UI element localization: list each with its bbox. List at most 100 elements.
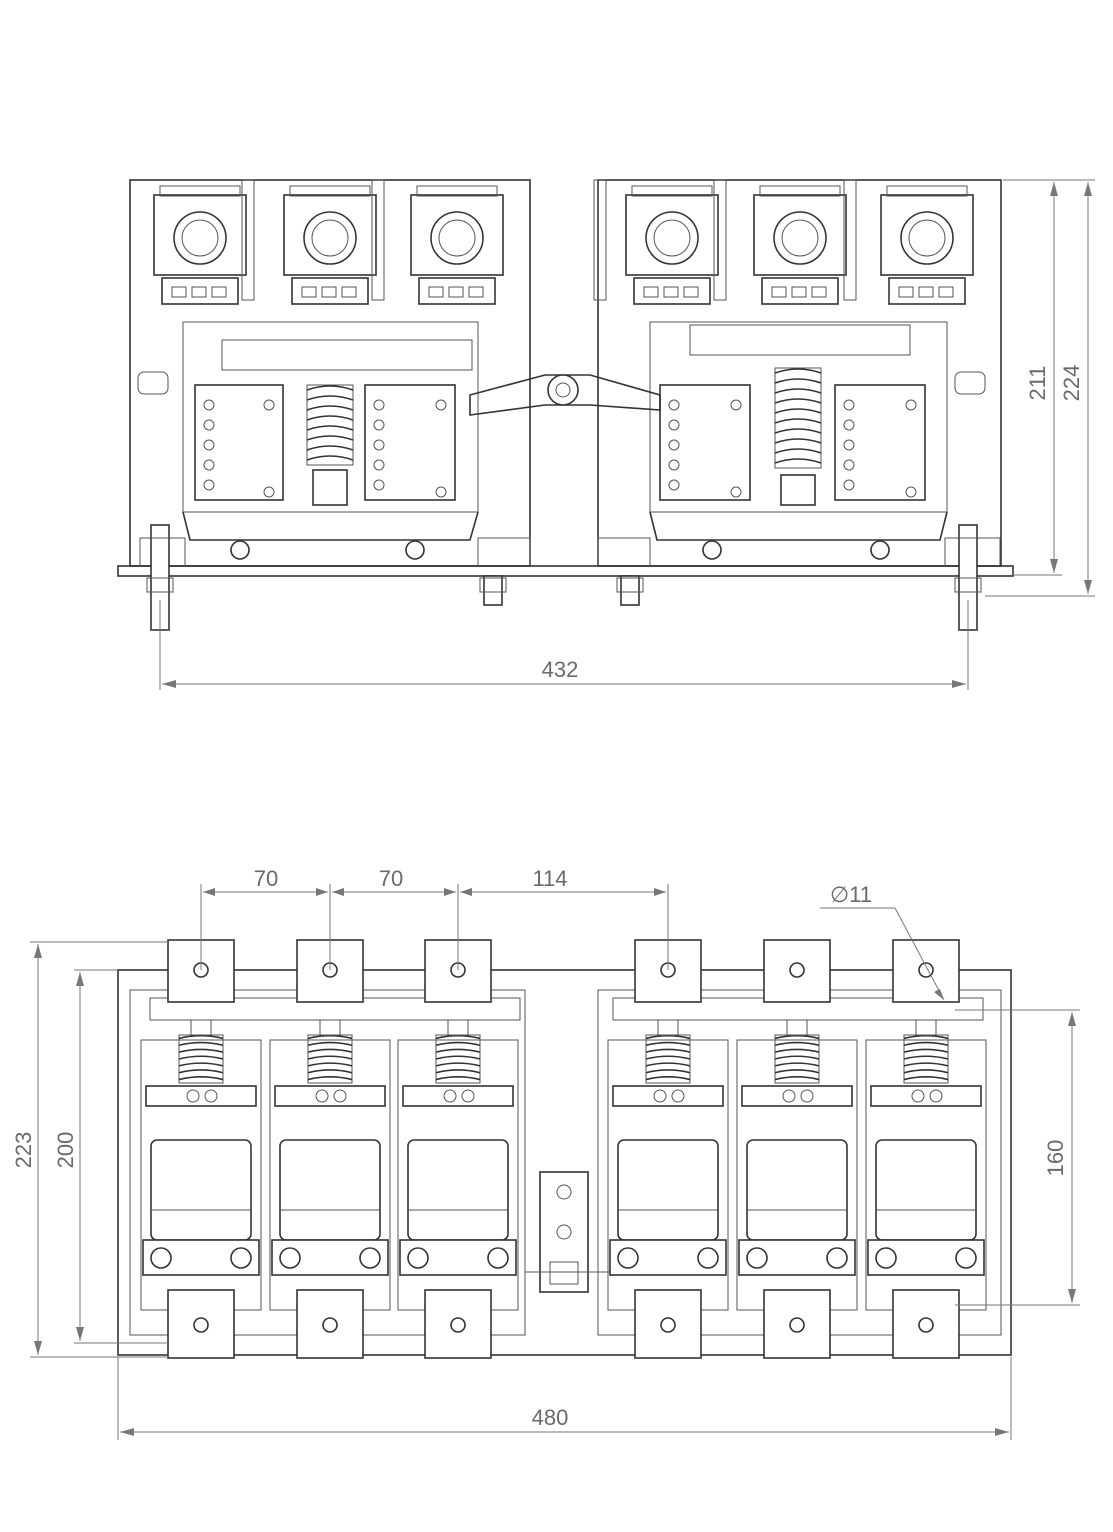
front-screw	[230, 540, 250, 560]
dim-211-label: 211	[1025, 365, 1050, 400]
top-lower-lug	[892, 1289, 960, 1359]
front-screw	[405, 540, 425, 560]
dim-pitch-1-label: 70	[254, 866, 278, 891]
front-screw	[870, 540, 890, 560]
top-vacuum-bottle	[875, 1139, 977, 1241]
front-right-clamp	[954, 371, 986, 395]
front-coil-block	[194, 384, 284, 501]
front-linkage-pivot	[547, 374, 579, 406]
front-view	[117, 179, 1014, 631]
front-base-plate	[117, 565, 1014, 577]
front-stud	[483, 575, 503, 606]
front-left-inner-frame	[182, 321, 479, 513]
top-lower-hole	[918, 1317, 934, 1333]
front-foot-bracket	[139, 537, 186, 566]
top-lower-lug	[167, 1289, 235, 1359]
top-view	[117, 939, 1012, 1359]
front-dimensions: 432 211 224	[159, 179, 1095, 690]
front-terminal-block	[625, 194, 719, 276]
top-pole-group	[140, 939, 987, 1359]
top-lower-terminal-block	[271, 1239, 389, 1276]
front-terminal-group	[153, 179, 974, 305]
top-vacuum-bottle	[617, 1139, 719, 1241]
front-coil-group	[194, 367, 926, 506]
front-terminal-clamp	[418, 277, 496, 305]
front-terminal-clamp	[761, 277, 839, 305]
dim-224-label: 224	[1059, 365, 1084, 402]
front-terminal-clamp	[633, 277, 711, 305]
front-terminal-ring	[303, 211, 357, 265]
front-coil-block	[834, 384, 926, 501]
front-coil-block	[364, 384, 456, 501]
top-lower-terminal-block	[609, 1239, 727, 1276]
dim-160-label: 160	[1043, 1140, 1068, 1177]
top-upper-hole	[789, 962, 805, 978]
front-coil-block	[659, 384, 751, 501]
front-left-clamp	[137, 371, 169, 395]
top-pole-crossbar	[274, 1085, 386, 1107]
front-right-bar	[689, 324, 911, 356]
top-lower-hole	[789, 1317, 805, 1333]
top-dimensions: 70 70 114 ∅11 223 200 160 480	[11, 866, 1080, 1440]
front-terminal-ring	[173, 211, 227, 265]
hole-leader-line	[894, 907, 945, 1001]
top-vacuum-bottle	[407, 1139, 509, 1241]
top-vacuum-bottle	[150, 1139, 252, 1241]
top-lower-lug	[634, 1289, 702, 1359]
top-pole-spring	[435, 1034, 481, 1081]
top-base-plate	[117, 969, 1012, 1356]
dim-200-label: 200	[53, 1132, 78, 1169]
top-upper-lug	[892, 939, 960, 1003]
front-screw	[702, 540, 722, 560]
dim-432-label: 432	[542, 657, 579, 682]
top-pole-spring	[307, 1034, 353, 1081]
front-terminal-block	[410, 194, 504, 276]
front-terminal-ring	[645, 211, 699, 265]
top-pole-crossbar	[741, 1085, 853, 1107]
dim-223-label: 223	[11, 1132, 36, 1169]
front-left-housing	[129, 179, 531, 567]
top-vacuum-bottle	[746, 1139, 848, 1241]
front-terminal-clamp	[291, 277, 369, 305]
top-upper-lug	[763, 939, 831, 1003]
front-stud	[620, 575, 640, 606]
front-linkage-pin	[555, 382, 571, 398]
top-pole-spring	[903, 1034, 949, 1081]
dim-pitch-3-label: 114	[532, 866, 567, 891]
front-terminal-ring	[773, 211, 827, 265]
front-terminal-block	[753, 194, 847, 276]
top-center-bracket	[539, 1171, 589, 1293]
top-lower-terminal-block	[142, 1239, 260, 1276]
front-right-spring	[774, 368, 822, 464]
top-lower-lug	[296, 1289, 364, 1359]
hole-diameter-label: ∅11	[830, 882, 872, 907]
front-foot-bracket	[477, 537, 531, 566]
top-lower-lug	[763, 1289, 831, 1359]
top-lower-lug	[424, 1289, 492, 1359]
top-pole-spring	[645, 1034, 691, 1081]
front-terminal-clamp	[161, 277, 239, 305]
front-right-housing	[597, 179, 1002, 567]
front-terminal-ring	[430, 211, 484, 265]
front-terminal-clamp	[888, 277, 966, 305]
top-vacuum-bottle	[279, 1139, 381, 1241]
front-foot-bracket	[944, 537, 1001, 566]
front-right-inner-frame	[649, 321, 948, 513]
top-pole-spring	[178, 1034, 224, 1081]
front-left-tray	[182, 511, 479, 541]
top-lower-terminal-block	[738, 1239, 856, 1276]
front-left-spring	[306, 385, 354, 461]
top-pole-crossbar	[145, 1085, 257, 1107]
top-lower-hole	[322, 1317, 338, 1333]
front-left-bar	[221, 339, 473, 371]
top-upper-hole	[918, 962, 934, 978]
top-pole-spring	[774, 1034, 820, 1081]
front-terminal-block	[283, 194, 377, 276]
top-pole-crossbar	[402, 1085, 514, 1107]
front-terminal-ring	[900, 211, 954, 265]
dim-480-label: 480	[532, 1405, 569, 1430]
top-lower-terminal-block	[399, 1239, 517, 1276]
top-lower-hole	[450, 1317, 466, 1333]
